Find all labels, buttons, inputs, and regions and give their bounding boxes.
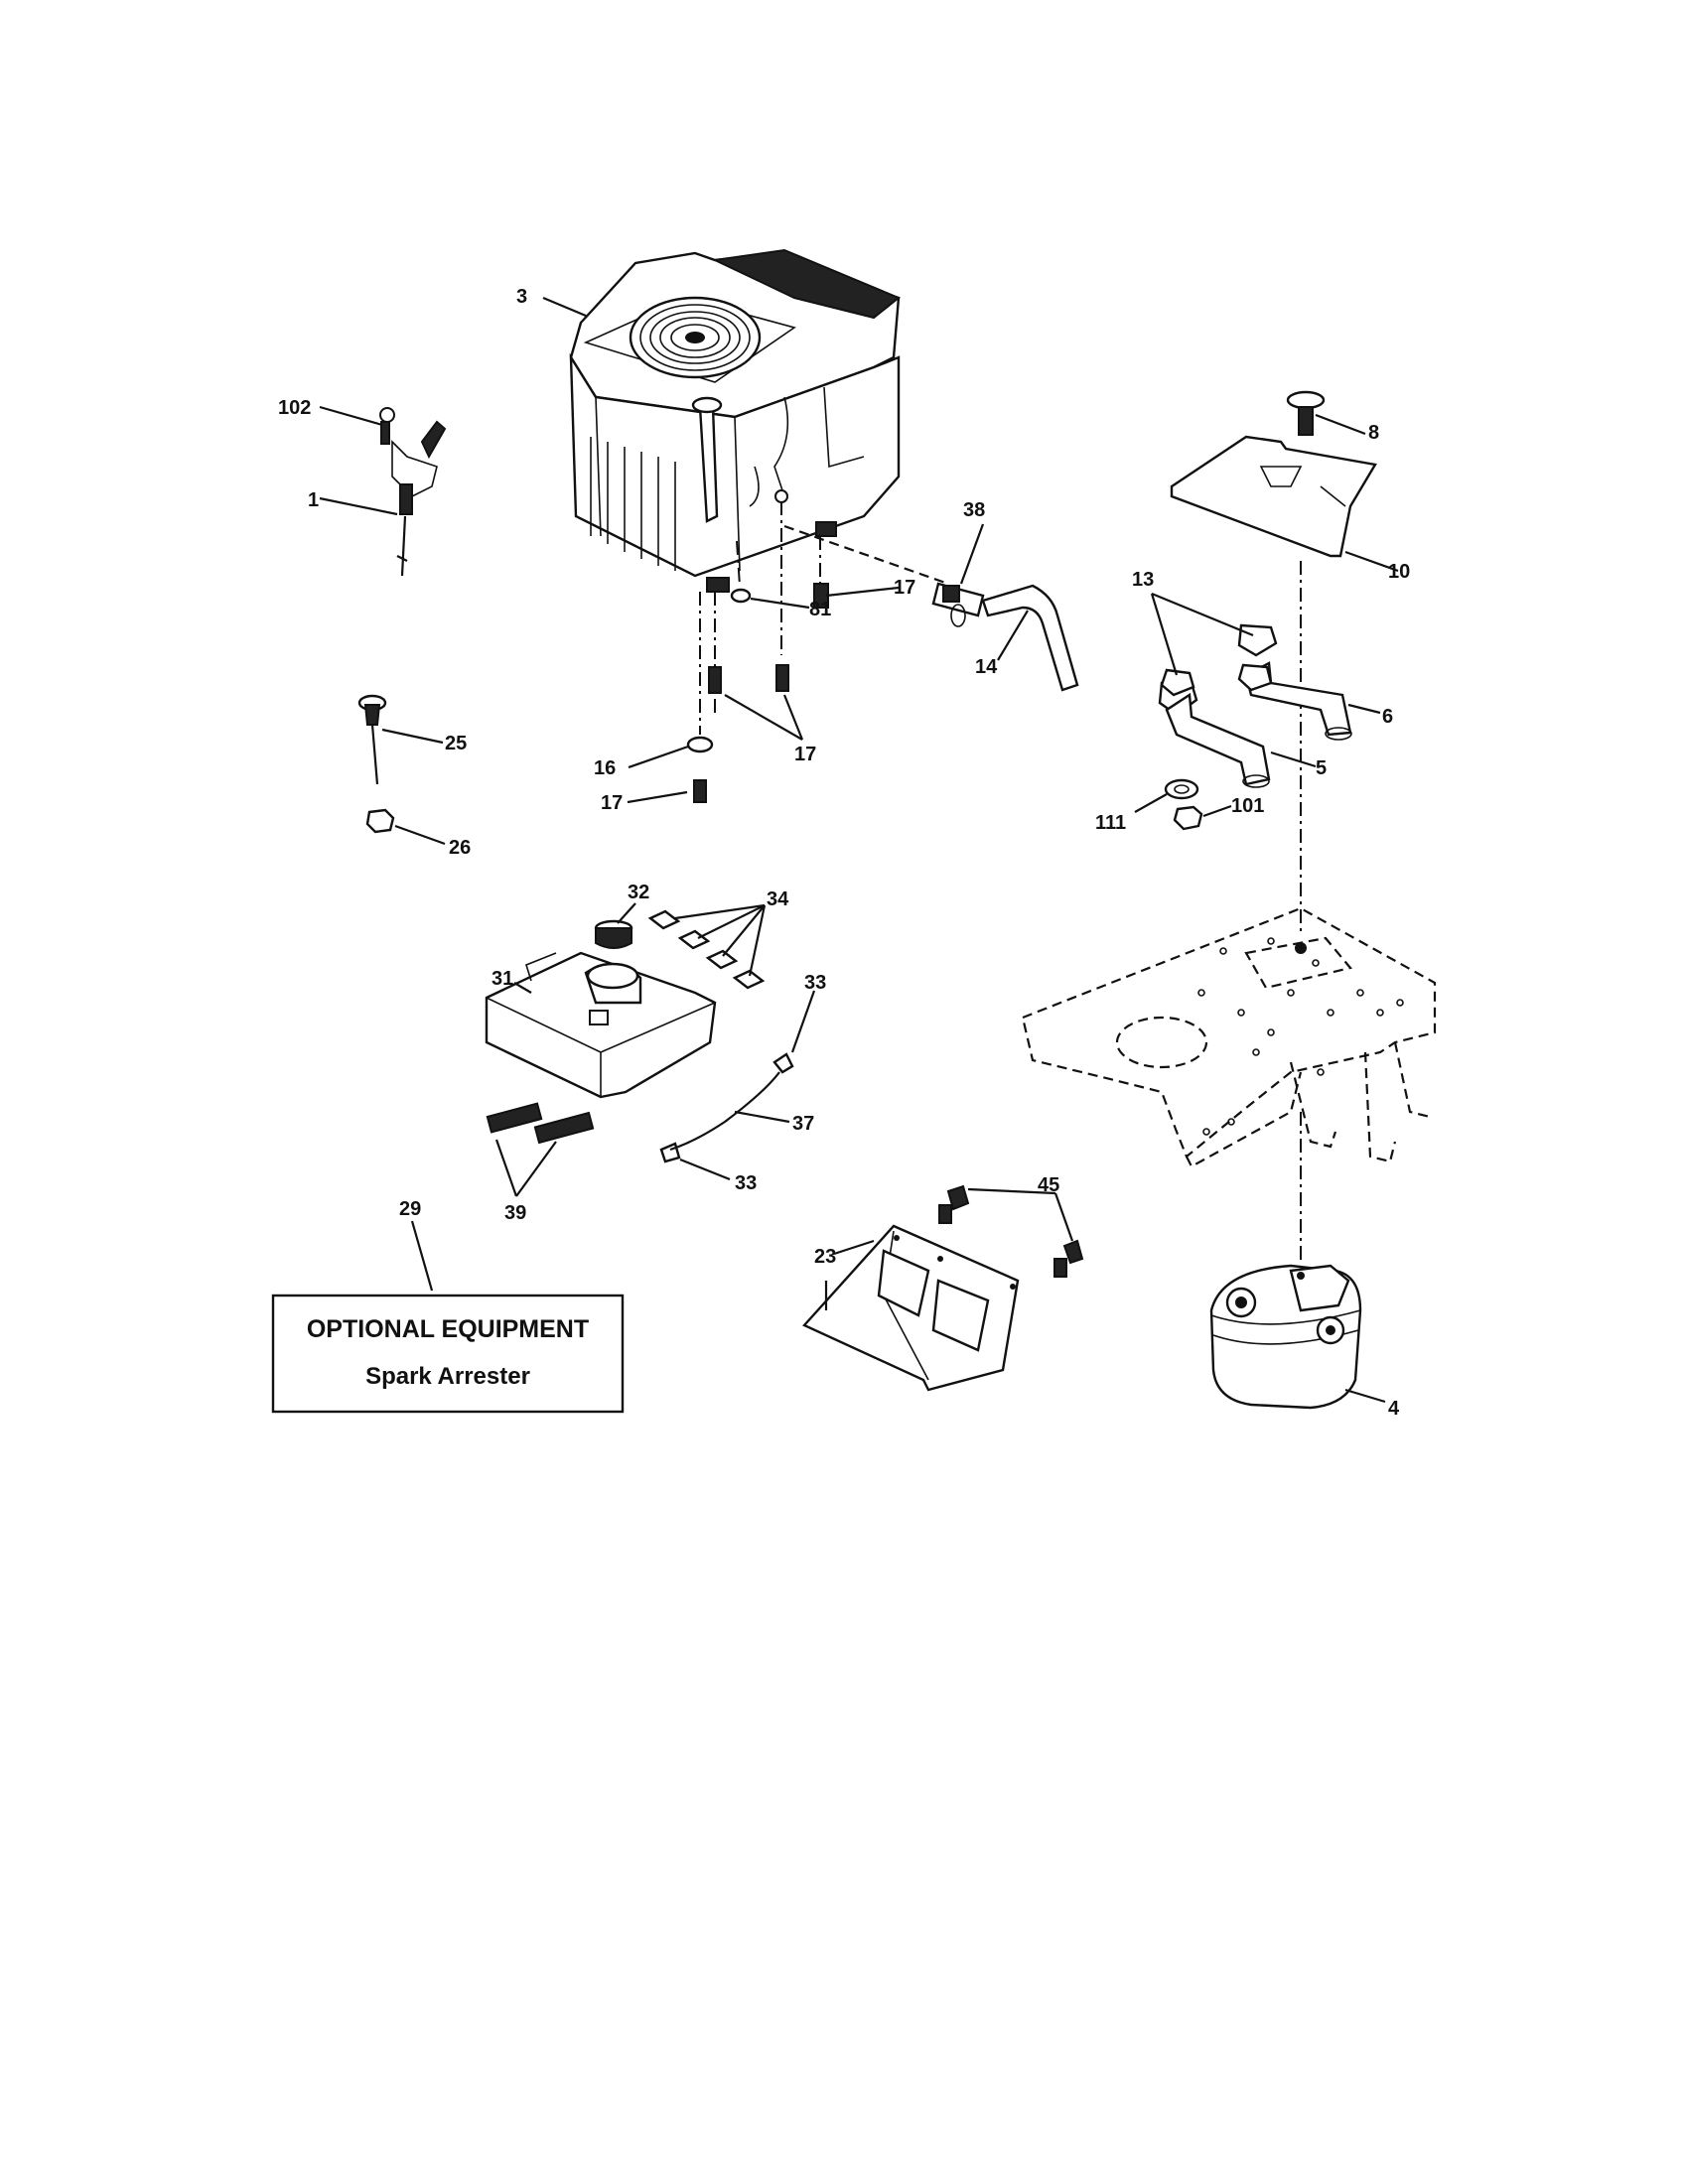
- throttle-control-drawing: [379, 407, 447, 577]
- air-filter-drawing: [485, 909, 794, 1163]
- label-33-lower: 33: [735, 1172, 757, 1194]
- label-16: 16: [594, 757, 616, 779]
- label-32: 32: [628, 882, 649, 903]
- label-6: 6: [1382, 706, 1393, 728]
- label-8: 8: [1368, 422, 1379, 444]
- fuel-filter-drawing: [783, 524, 1079, 692]
- optional-equipment-box: OPTIONAL EQUIPMENT Spark Arrester: [271, 1294, 625, 1414]
- heat-shield-drawing: [1170, 390, 1377, 933]
- bracket-drawing: [802, 1184, 1084, 1392]
- label-38: 38: [963, 499, 985, 521]
- label-3: 3: [516, 286, 527, 308]
- label-14: 14: [975, 656, 998, 678]
- label-17-lower: 17: [601, 792, 623, 814]
- optional-equipment-title: OPTIONAL EQUIPMENT: [307, 1315, 589, 1343]
- label-5: 5: [1316, 757, 1327, 779]
- exhaust-nut-drawing: [1173, 805, 1203, 831]
- label-34: 34: [767, 888, 789, 910]
- label-102: 102: [278, 397, 311, 419]
- optional-equipment-subtitle: Spark Arrester: [365, 1363, 530, 1390]
- label-13: 13: [1132, 569, 1154, 591]
- washer-drawing: [1164, 778, 1199, 800]
- frame-drawing: [1021, 906, 1437, 1261]
- label-25: 25: [445, 733, 467, 754]
- label-101: 101: [1231, 795, 1264, 817]
- label-33-upper: 33: [804, 972, 826, 994]
- leader-lines: [319, 296, 1399, 1404]
- label-39: 39: [504, 1202, 526, 1224]
- label-45: 45: [1038, 1174, 1059, 1196]
- label-4: 4: [1388, 1398, 1400, 1420]
- part-labels: 3 102 1 8 38 17 81 10 13 14 6 25 16 17 5…: [278, 286, 1410, 1420]
- label-81: 81: [809, 599, 831, 620]
- label-1: 1: [308, 489, 319, 511]
- label-17-middle: 17: [794, 744, 816, 765]
- choke-knob-drawing: [357, 694, 387, 785]
- label-111: 111: [1095, 812, 1126, 834]
- nut-drawing: [365, 808, 395, 834]
- label-31: 31: [491, 968, 513, 990]
- label-37: 37: [792, 1113, 814, 1135]
- engine-drawing: [569, 248, 901, 593]
- muffler-drawing: [1209, 1264, 1362, 1410]
- label-26: 26: [449, 837, 471, 859]
- exhaust-pipes-drawing: [1158, 623, 1352, 788]
- label-17-upper: 17: [894, 577, 915, 599]
- label-10: 10: [1388, 561, 1410, 583]
- label-23: 23: [814, 1246, 836, 1268]
- label-29: 29: [399, 1198, 421, 1220]
- fasteners-drawing: [686, 501, 829, 803]
